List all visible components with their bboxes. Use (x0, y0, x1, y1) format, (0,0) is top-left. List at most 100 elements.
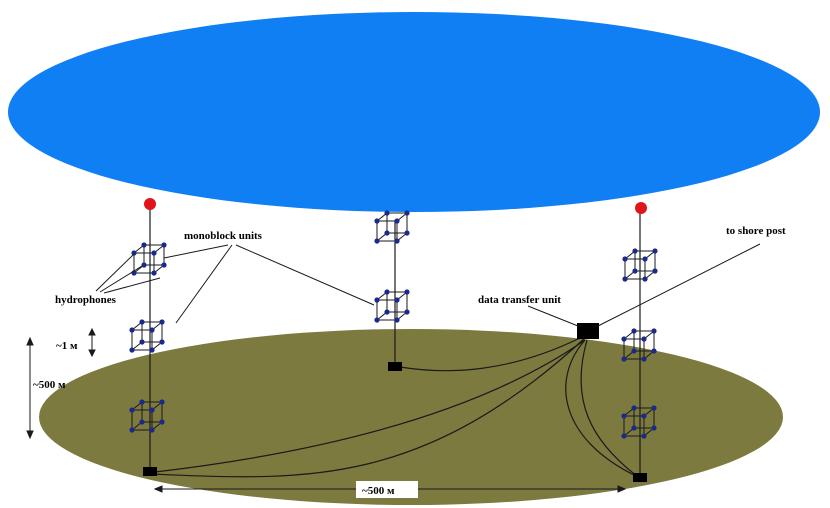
cable-left-anchor (149, 337, 586, 478)
pointer-hydrophone-2 (99, 265, 143, 293)
label-width-500m: ~500 м (362, 485, 395, 497)
hydrophone-node (131, 250, 137, 256)
hydrophone-node (641, 433, 647, 439)
hydrophone-node (129, 427, 135, 433)
label-monoblock-units: monoblock units (184, 230, 263, 242)
hydrophone-node (161, 262, 167, 268)
monoblock-cube-center-mid (374, 289, 410, 323)
hydrophone-node (161, 242, 167, 248)
hydrophone-node (139, 399, 145, 405)
hydrophone-node (641, 356, 647, 362)
hydrophone-node (149, 427, 155, 433)
hydrophone-node (651, 348, 657, 354)
hydrophone-node (631, 328, 637, 334)
pointer-hydrophone-1 (95, 253, 135, 292)
hydrophone-node (641, 413, 647, 419)
hydrophone-node (621, 356, 627, 362)
hydrophone-node (374, 218, 380, 224)
hydrophone-node (139, 319, 145, 325)
hydrophone-node (374, 297, 380, 303)
hydrophone-node (621, 413, 627, 419)
monoblock-cube-right-top (622, 248, 658, 282)
hydrophone-node (621, 336, 627, 342)
pointer-data-transfer (527, 305, 579, 327)
hydrophone-node (631, 405, 637, 411)
hydrophone-node (404, 210, 410, 216)
hydrophone-node (159, 319, 165, 325)
hydrophone-node (129, 347, 135, 353)
dim-1m-arrow-bottom (88, 349, 96, 358)
cable-left-anchor-2 (154, 339, 586, 473)
hydrophone-node (141, 262, 147, 268)
dim-500m-horizontal-arrow-right (617, 485, 627, 493)
hydrophone-node (642, 276, 648, 282)
hydrophone-node (642, 256, 648, 262)
monoblock-cube-left-top (131, 242, 167, 276)
hydrophone-node (404, 309, 410, 315)
cable-center-anchor (399, 337, 581, 372)
hydrophone-node (384, 289, 390, 295)
label-data-transfer-unit: data transfer unit (478, 294, 561, 306)
sea-floor-ellipse (39, 329, 783, 505)
monoblock-cube-right-mid (621, 328, 657, 362)
monoblock-cube-left-mid (129, 319, 165, 353)
hydrophone-node (622, 256, 628, 262)
hydrophone-node (621, 433, 627, 439)
hydrophone-node (159, 419, 165, 425)
hydrophone-node (631, 425, 637, 431)
hydrophone-node (651, 405, 657, 411)
sea-surface-ellipse (8, 12, 820, 212)
hydrophone-node (394, 238, 400, 244)
hydrophone-node (394, 218, 400, 224)
hydrophone-node (652, 248, 658, 254)
hydrophone-node (631, 348, 637, 354)
hydrophone-node (652, 268, 658, 274)
detector-strings (149, 205, 641, 477)
dim-500m-horizontal-arrow-left (153, 485, 163, 493)
label-depth-500m: ~500 м (33, 379, 66, 391)
pointer-monoblock-1 (163, 244, 229, 259)
hydrophone-node (384, 230, 390, 236)
hydrophone-node (159, 339, 165, 345)
pointer-hydrophone-3 (103, 277, 161, 294)
hydrophone-node (129, 327, 135, 333)
data-transfer-unit (577, 323, 599, 339)
hydrophone-node (139, 339, 145, 345)
anchor-right (633, 473, 647, 482)
dim-1m-arrow-top (88, 327, 96, 336)
pointer-shore-post (597, 243, 761, 327)
dim-500m-vertical-arrow-top (26, 336, 34, 346)
hydrophone-node (632, 248, 638, 254)
monoblock-cube-left-bottom (129, 399, 165, 433)
dim-500m-vertical-arrow-bottom (26, 430, 34, 440)
anchor-left (143, 467, 157, 476)
hydrophone-node (622, 276, 628, 282)
label-spacing-1m: ~1 м (56, 340, 78, 352)
label-to-shore-post: to shore post (726, 225, 786, 237)
cable-right-anchor (565, 339, 639, 478)
hydrophone-node (374, 317, 380, 323)
monoblock-cube-right-bottom (621, 405, 657, 439)
hydrophone-node (149, 327, 155, 333)
hydrophone-node (141, 242, 147, 248)
width-label-box (356, 481, 418, 498)
hydrophone-node (151, 250, 157, 256)
hydrophone-node (149, 407, 155, 413)
hydrophone-node (651, 328, 657, 334)
hydrophone-node (394, 317, 400, 323)
hydrophone-node (159, 399, 165, 405)
hydrophone-node (149, 347, 155, 353)
anchor-center (388, 362, 402, 371)
buoy-right (635, 202, 647, 214)
hydrophone-node (404, 230, 410, 236)
pointer-monoblock-3 (235, 244, 375, 306)
hydrophone-node (151, 270, 157, 276)
hydrophone-node (641, 336, 647, 342)
hydrophone-node (651, 425, 657, 431)
monoblock-cube-center-top (374, 210, 410, 244)
annotation-lines (95, 243, 761, 327)
hydrophone-node (394, 297, 400, 303)
label-hydrophones: hydrophones (55, 294, 117, 306)
buoy-left (144, 198, 156, 210)
